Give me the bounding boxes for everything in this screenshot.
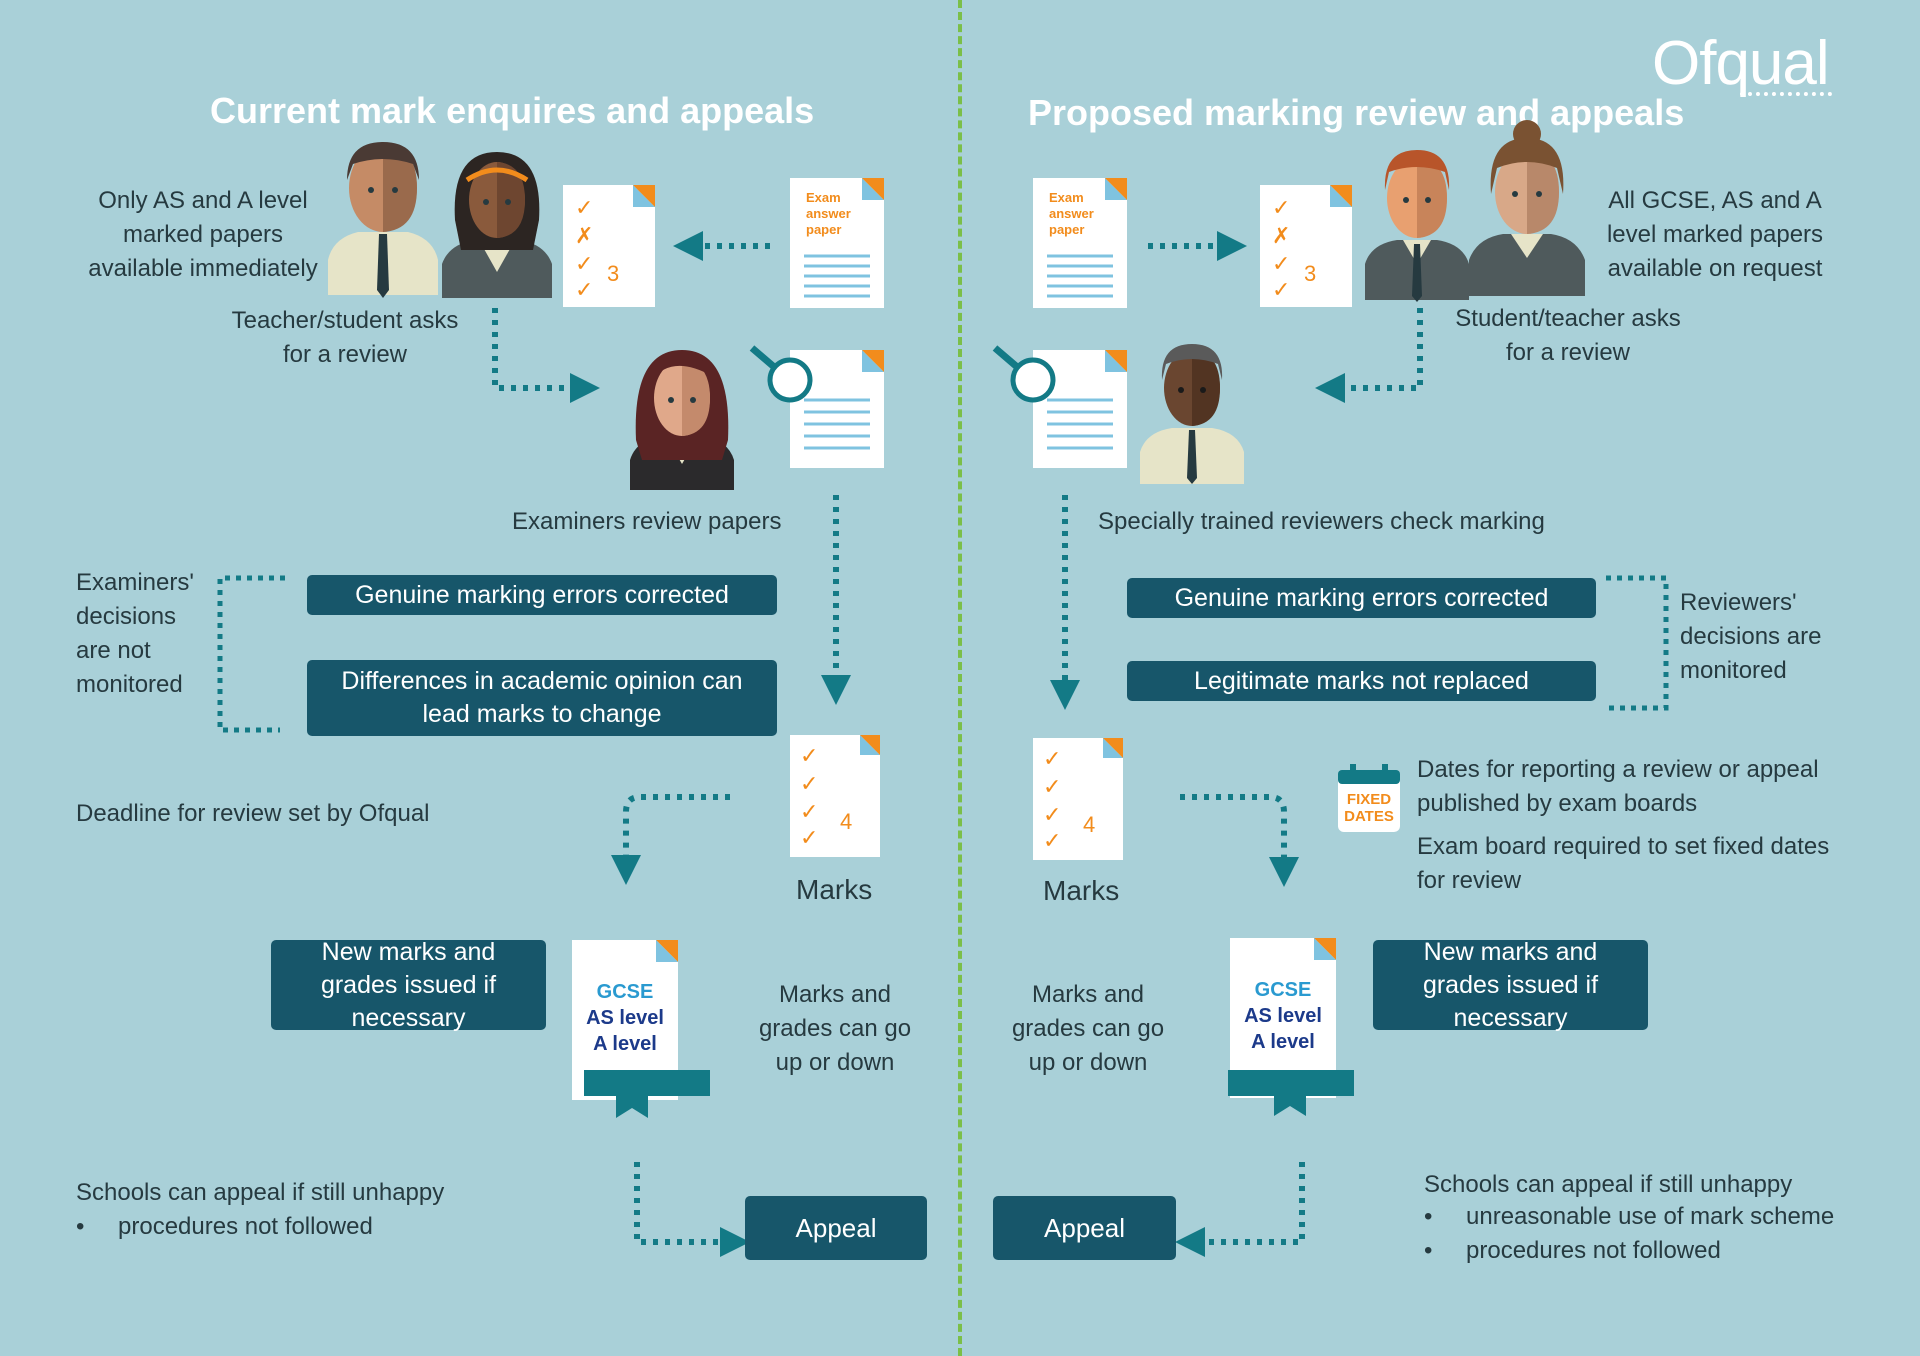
right-title: Proposed marking review and appeals: [1028, 92, 1685, 133]
deadline-note: Deadline for review set by Ofqual: [76, 800, 430, 827]
outcome-opinion-change: Differences in academic opinion can lead…: [307, 660, 777, 736]
asks-review-note: Student/teacher asks for a review: [1455, 305, 1681, 366]
svg-text:FIXED: FIXED: [1347, 791, 1391, 808]
fixed-dates-note: Exam board required to set fixed dates f…: [1417, 833, 1830, 894]
exam-paper-icon: Exam answer paper: [790, 178, 884, 308]
left-title: Current mark enquires and appeals: [210, 90, 815, 131]
new-marks-box: New marks and grades issued if necessary: [1373, 938, 1648, 1032]
appeal-grounds-list: •procedures not followed: [76, 1210, 516, 1244]
svg-text:✓: ✓: [1272, 251, 1290, 276]
svg-text:Exam: Exam: [1049, 190, 1084, 205]
svg-text:✓: ✓: [1272, 277, 1290, 302]
person-icon: [630, 350, 734, 490]
script-score: 3: [1304, 261, 1316, 286]
svg-text:answer: answer: [806, 206, 851, 221]
marked-script-icon: ✓ ✗ ✓ ✓ 3: [563, 185, 655, 307]
person-icon: [328, 142, 438, 298]
svg-text:✓: ✓: [800, 799, 818, 824]
marks-value: 4: [840, 809, 852, 834]
appeal-ground-item: •procedures not followed: [76, 1213, 373, 1240]
appeal-grounds-list: •unreasonable use of mark scheme •proced…: [1424, 1200, 1884, 1268]
marks-label: Marks: [1043, 875, 1120, 906]
appeal-intro: Schools can appeal if still unhappy: [1424, 1171, 1793, 1198]
svg-text:answer: answer: [1049, 206, 1094, 221]
svg-text:paper: paper: [806, 222, 841, 237]
appeal-intro: Schools can appeal if still unhappy: [76, 1179, 445, 1206]
svg-text:✓: ✓: [1043, 828, 1061, 853]
svg-text:GCSE: GCSE: [1255, 979, 1312, 1001]
svg-text:AS level: AS level: [1244, 1005, 1322, 1027]
marked-script-icon: ✓ ✓ ✓ ✓ 4: [790, 735, 880, 857]
outcome-marks-not-replaced: Legitimate marks not replaced: [1127, 661, 1596, 701]
svg-text:✗: ✗: [575, 223, 593, 248]
svg-text:DATES: DATES: [1344, 808, 1394, 825]
outcome-errors-corrected: Genuine marking errors corrected: [1127, 578, 1596, 618]
logo-underline: [1740, 92, 1832, 96]
up-or-down-note: Marks and grades can go up or down: [758, 981, 912, 1076]
svg-text:✓: ✓: [800, 771, 818, 796]
svg-text:✓: ✓: [1043, 774, 1061, 799]
svg-text:✓: ✓: [575, 251, 593, 276]
svg-text:A level: A level: [1251, 1031, 1315, 1053]
svg-text:AS level: AS level: [586, 1007, 664, 1029]
certificate-icon: GCSE AS level A level: [572, 940, 710, 1118]
ofqual-logo: Ofqual: [1652, 29, 1830, 98]
svg-text:✓: ✓: [1043, 746, 1061, 771]
monitoring-note: Reviewers' decisions are monitored: [1680, 589, 1822, 684]
script-score: 3: [607, 261, 619, 286]
svg-text:✓: ✓: [1272, 195, 1290, 220]
papers-available-note: Only AS and A level marked papers availa…: [88, 187, 318, 282]
marks-value: 4: [1083, 812, 1095, 837]
svg-text:GCSE: GCSE: [597, 981, 654, 1003]
papers-available-note: All GCSE, AS and A level marked papers a…: [1606, 187, 1824, 282]
appeal-button[interactable]: Appeal: [993, 1196, 1176, 1260]
appeal-ground-item: •procedures not followed: [1424, 1237, 1721, 1264]
svg-text:A level: A level: [593, 1033, 657, 1055]
center-divider: [958, 0, 962, 1356]
dates-published-note: Dates for reporting a review or appeal p…: [1417, 756, 1819, 817]
svg-text:✓: ✓: [800, 825, 818, 850]
calendar-icon: FIXED DATES: [1338, 764, 1400, 832]
marks-label: Marks: [796, 874, 873, 905]
up-or-down-note: Marks and grades can go up or down: [1011, 981, 1165, 1076]
svg-text:Exam: Exam: [806, 190, 841, 205]
reviewer-caption: Examiners review papers: [512, 508, 782, 535]
appeal-ground-item: •unreasonable use of mark scheme: [1424, 1203, 1835, 1230]
asks-review-note: Teacher/student asks for a review: [231, 307, 459, 368]
svg-text:✓: ✓: [800, 743, 818, 768]
svg-text:paper: paper: [1049, 222, 1084, 237]
svg-text:✓: ✓: [1043, 802, 1061, 827]
magnifier-icon: [992, 345, 1127, 468]
monitoring-note: Examiners' decisions are not monitored: [76, 569, 194, 698]
new-marks-box: New marks and grades issued if necessary: [271, 938, 546, 1032]
person-icon: [1469, 120, 1585, 296]
person-icon: [442, 152, 552, 298]
certificate-icon: GCSE AS level A level: [1228, 938, 1354, 1116]
svg-text:✗: ✗: [1272, 223, 1290, 248]
reviewer-caption: Specially trained reviewers check markin…: [1098, 508, 1545, 535]
outcome-errors-corrected: Genuine marking errors corrected: [307, 575, 777, 615]
person-icon: [1365, 150, 1469, 302]
marked-script-icon: ✓ ✗ ✓ ✓ 3: [1260, 185, 1352, 307]
svg-text:✓: ✓: [575, 277, 593, 302]
exam-paper-icon: Exam answer paper: [1033, 178, 1127, 308]
svg-text:✓: ✓: [575, 195, 593, 220]
magnifier-icon: [749, 345, 884, 468]
marked-script-icon: ✓ ✓ ✓ ✓ 4: [1033, 738, 1123, 860]
person-icon: [1140, 344, 1244, 484]
appeal-button[interactable]: Appeal: [745, 1196, 927, 1260]
